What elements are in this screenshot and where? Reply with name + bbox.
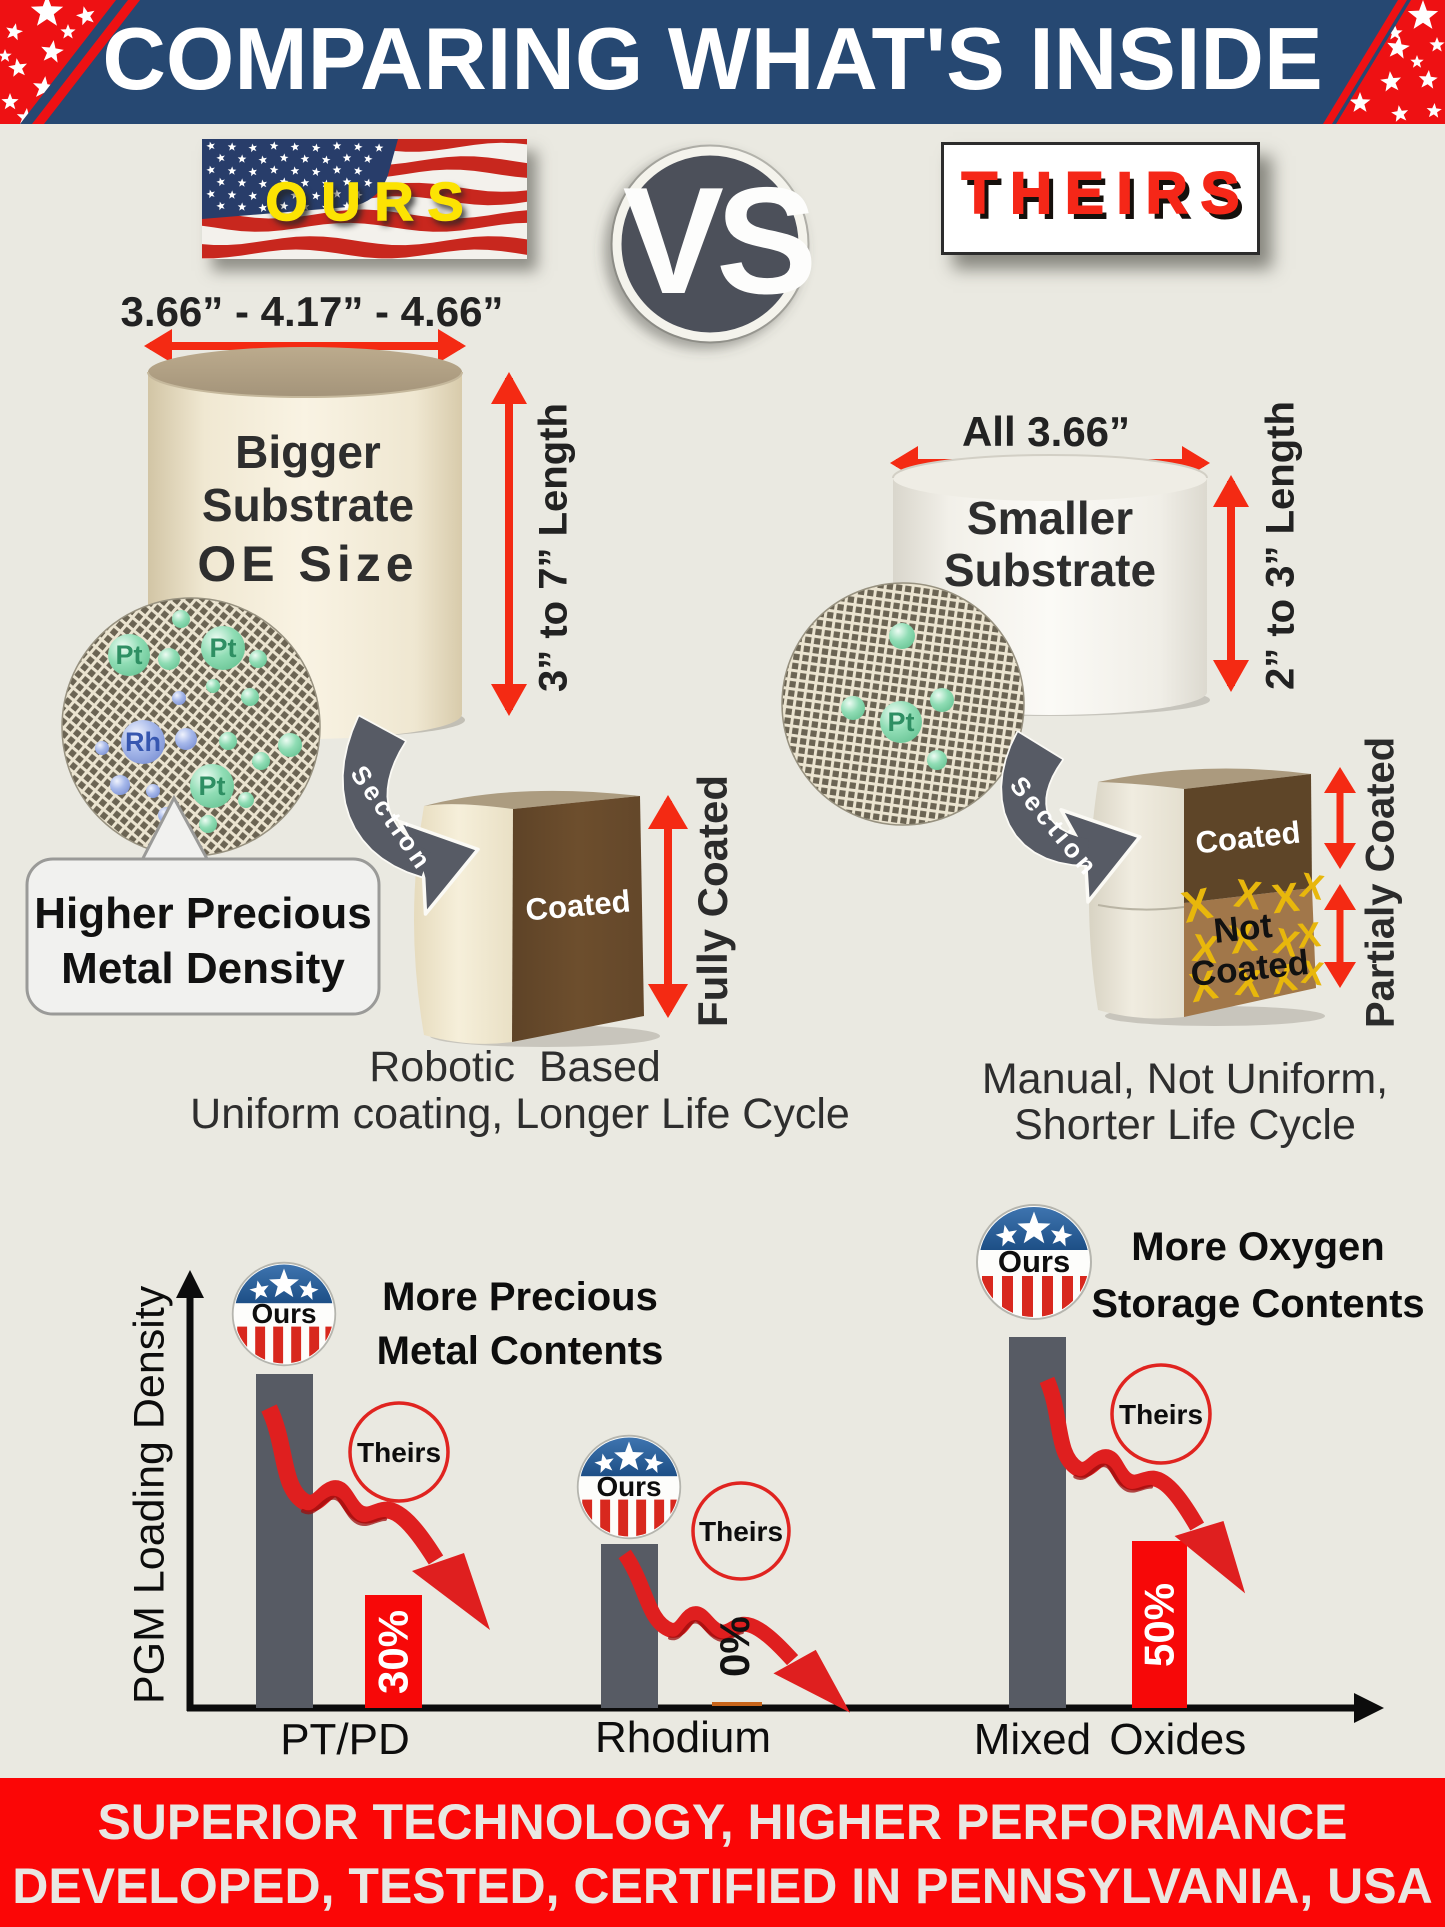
svg-text:X: X bbox=[1190, 927, 1220, 972]
svg-text:Pt: Pt bbox=[199, 771, 226, 801]
svg-text:X: X bbox=[1232, 871, 1265, 918]
svg-text:Theirs: Theirs bbox=[699, 1516, 783, 1547]
svg-text:X: X bbox=[1233, 961, 1263, 1006]
svg-text:Ours: Ours bbox=[596, 1471, 661, 1502]
svg-text:Not: Not bbox=[1212, 906, 1274, 951]
svg-text:Pt: Pt bbox=[888, 707, 915, 737]
svg-text:Rh: Rh bbox=[125, 727, 161, 757]
svg-text:X: X bbox=[1226, 913, 1259, 962]
svg-text:X: X bbox=[1299, 953, 1326, 993]
svg-text:Pt: Pt bbox=[210, 633, 237, 663]
svg-text:Theirs: Theirs bbox=[1119, 1399, 1203, 1430]
svg-text:Ours: Ours bbox=[251, 1298, 316, 1329]
svg-text:X: X bbox=[1270, 874, 1302, 923]
svg-text:VS: VS bbox=[623, 156, 812, 326]
svg-text:Pt: Pt bbox=[116, 640, 143, 670]
svg-text:Theirs: Theirs bbox=[357, 1437, 441, 1468]
svg-text:Ours: Ours bbox=[998, 1244, 1070, 1279]
svg-text:X: X bbox=[1296, 915, 1323, 956]
